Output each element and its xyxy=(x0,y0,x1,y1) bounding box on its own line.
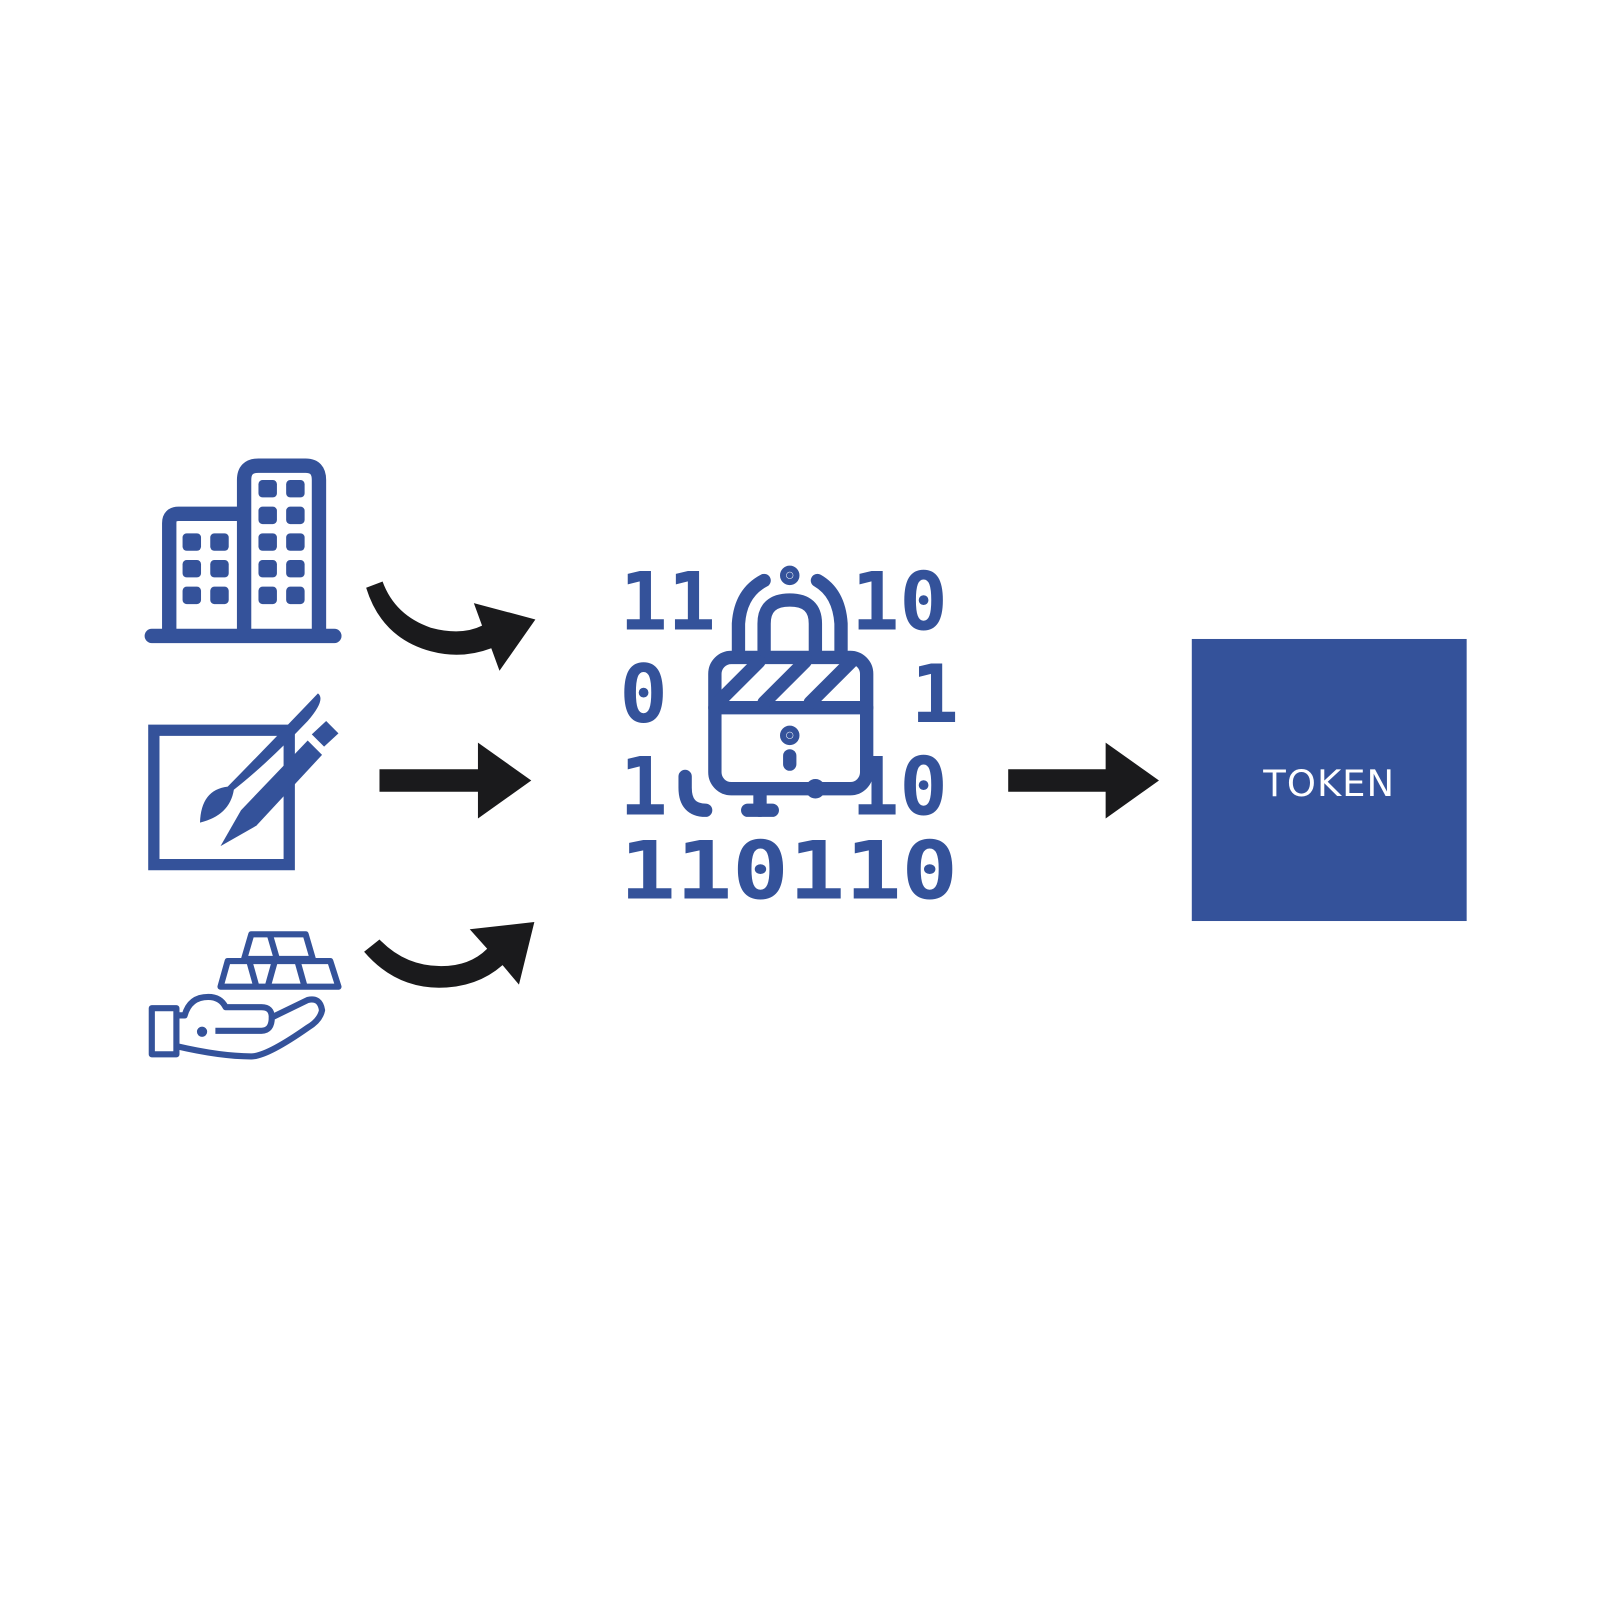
arrow-top-curved xyxy=(366,581,536,671)
arrow-bottom-curved xyxy=(364,922,535,988)
arrow-right xyxy=(1008,742,1159,819)
gold-bars-in-hand-icon xyxy=(148,931,342,1060)
arrow-middle xyxy=(379,742,532,819)
office-buildings-icon xyxy=(144,458,342,644)
binary-lock-icon: 11 10 0 1 1 10 110110 xyxy=(619,556,958,918)
token-label: TOKEN xyxy=(1262,762,1395,805)
binary-row4: 110110 xyxy=(619,824,957,917)
binary-row2-left: 0 xyxy=(619,648,667,741)
binary-row1-right: 10 xyxy=(851,556,947,649)
binary-row2-right: 1 xyxy=(911,648,959,741)
art-canvas-brush-pen-icon xyxy=(148,693,339,871)
lock-icon xyxy=(678,565,874,817)
token-box: TOKEN xyxy=(1191,638,1467,922)
binary-row3-left: 1 xyxy=(619,740,667,833)
binary-row1-left: 11 xyxy=(619,556,715,649)
